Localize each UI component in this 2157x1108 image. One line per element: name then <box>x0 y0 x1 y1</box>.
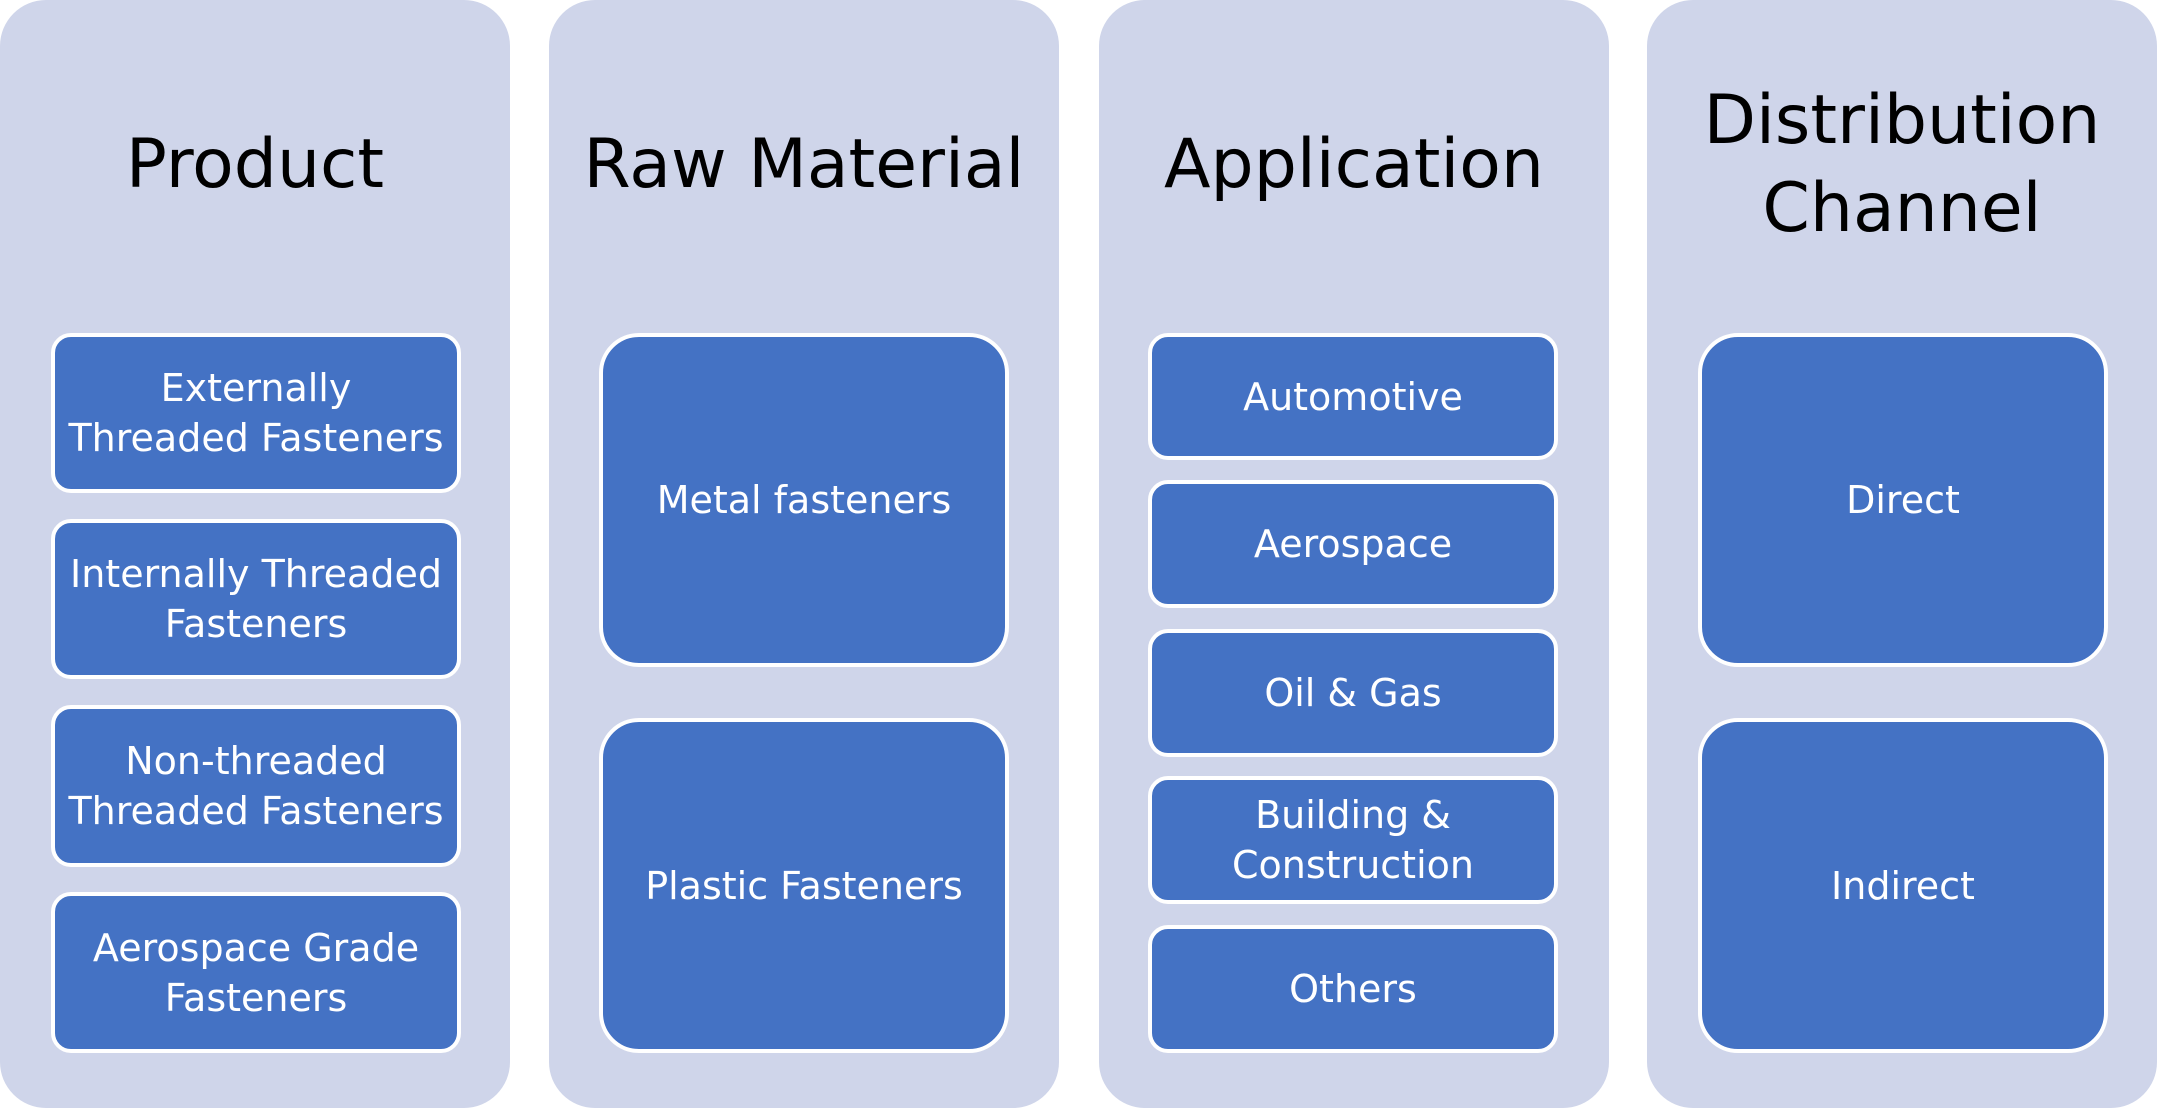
segment-box: Externally Threaded Fasteners <box>51 333 461 493</box>
segment-box: Building & Construction <box>1148 776 1558 904</box>
segment-box: Indirect <box>1698 718 2108 1053</box>
column-title: Distribution Channel <box>1703 81 2101 248</box>
segment-box: Aerospace Grade Fasteners <box>51 892 461 1053</box>
segment-box: Metal fasteners <box>599 333 1009 667</box>
column-title: Raw Material <box>583 125 1025 204</box>
segment-box: Plastic Fasteners <box>599 718 1009 1053</box>
column-title: Application <box>1164 125 1544 204</box>
column-title: Product <box>125 125 385 204</box>
segment-box: Others <box>1148 925 1558 1053</box>
segment-box: Internally Threaded Fasteners <box>51 519 461 679</box>
segment-box: Automotive <box>1148 333 1558 460</box>
segment-box: Aerospace <box>1148 480 1558 608</box>
segment-box: Direct <box>1698 333 2108 667</box>
segment-box: Non-threaded Threaded Fasteners <box>51 705 461 867</box>
segment-box: Oil & Gas <box>1148 629 1558 757</box>
